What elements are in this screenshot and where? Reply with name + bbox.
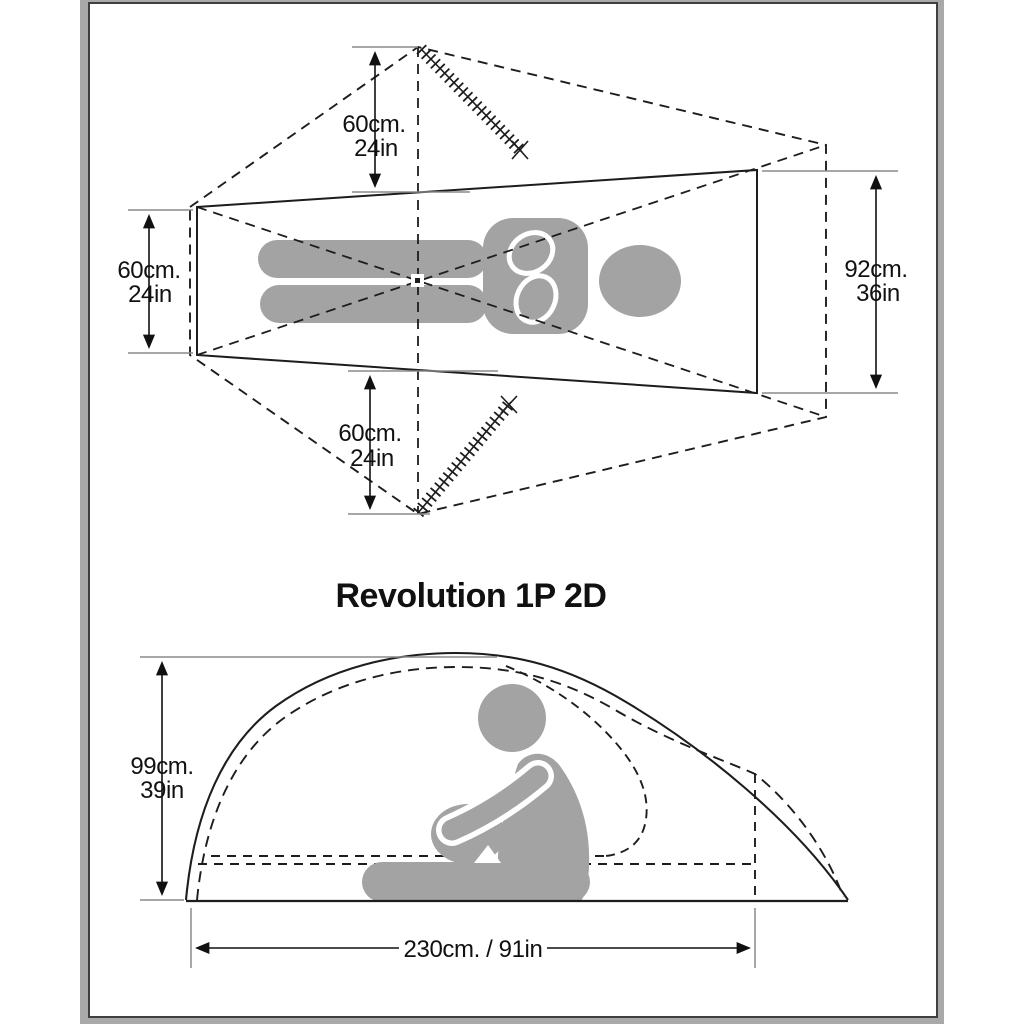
- inner-tent-outline: [196, 168, 758, 395]
- inner-tent-foot-curve: [505, 665, 648, 857]
- dim-left-cm-label: 60cm.: [117, 257, 180, 284]
- tent-top-view: 60cm. 24in 60cm. 24in 60cm: [117, 44, 908, 518]
- pole-diagonals-dashed: [196, 47, 827, 514]
- dimension-right-width: 92cm. 36in: [762, 170, 908, 394]
- dim-right-in-label: 36in: [856, 280, 900, 307]
- fly-arc-solid: [184, 651, 849, 901]
- person-lying-silhouette: [258, 218, 681, 334]
- dim-left-in-label: 24in: [128, 281, 172, 308]
- person-lying-crossed-arms: [506, 230, 559, 325]
- pole-hub-dot: [415, 278, 420, 283]
- dimension-left-width: 60cm. 24in: [117, 209, 193, 354]
- zipper-bottom-icon: [413, 395, 518, 518]
- dimension-top-vestibule: 60cm. 24in: [342, 46, 470, 193]
- dim-right-cm-label: 92cm.: [844, 256, 907, 283]
- dim-height-in-label: 39in: [140, 777, 184, 804]
- person-lying-head: [599, 245, 681, 317]
- dim-height-cm-label: 99cm.: [130, 753, 193, 780]
- tent-side-view: 99cm. 39in 230cm. / 91in: [130, 651, 849, 968]
- dimension-length: 230cm. / 91in: [190, 908, 756, 968]
- dim-bottom-cm-label: 60cm.: [338, 420, 401, 447]
- dim-bottom-in-label: 24in: [350, 445, 394, 472]
- person-sitting-arm: [441, 765, 549, 841]
- zipper-top-icon: [416, 44, 529, 160]
- dim-top-cm-label: 60cm.: [342, 111, 405, 138]
- person-sitting-head: [478, 684, 546, 752]
- person-lying-leg-lower: [260, 285, 487, 323]
- person-lying-leg-upper: [258, 240, 487, 278]
- dimension-height: 99cm. 39in: [130, 656, 497, 901]
- diagram-title: Revolution 1P 2D: [336, 577, 607, 615]
- person-sitting-silhouette: [362, 684, 590, 902]
- dim-length-label: 230cm. / 91in: [404, 936, 543, 963]
- person-sitting-leg-gap: [474, 845, 501, 863]
- dimension-bottom-vestibule: 60cm. 24in: [338, 370, 498, 515]
- dim-top-in-label: 24in: [354, 135, 398, 162]
